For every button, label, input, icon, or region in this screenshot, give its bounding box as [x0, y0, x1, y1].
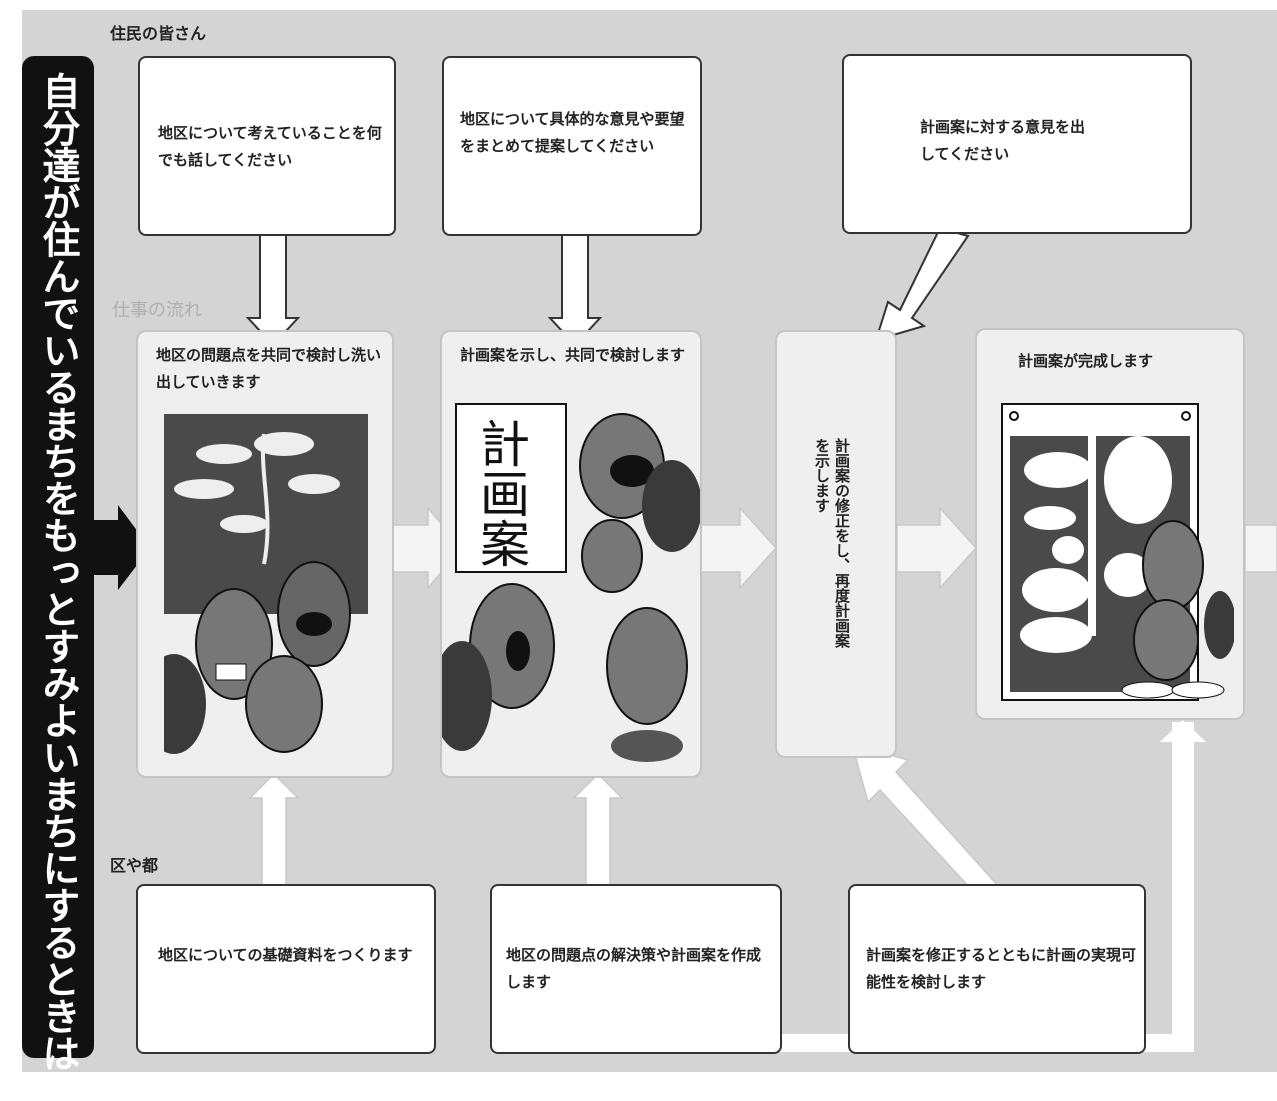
stage-3-text: 計画案の修正をし、再度計画案を示します [813, 438, 851, 648]
left-banner [22, 56, 94, 1058]
residents-label: 住民の皆さん [110, 24, 207, 43]
government-box-1 [136, 884, 436, 1054]
residents-box-3-text: 計画案に対する意見を出してください [920, 118, 1086, 163]
residents-box-1 [138, 56, 396, 236]
poster-text: 計画案 [472, 418, 530, 568]
down-arrow-2 [547, 231, 603, 347]
residents-box-3 [842, 54, 1192, 234]
stage-3 [775, 330, 897, 758]
banner-arrow [92, 505, 150, 590]
stage-2-text: 計画案を示し、共同で検討します [460, 346, 686, 364]
up-arrow-2 [572, 772, 624, 889]
government-box-2 [490, 884, 782, 1054]
stage-2-illustration [442, 403, 700, 762]
stage-arrow-4 [1244, 524, 1277, 573]
stage-1-illustration [164, 414, 368, 754]
stage-arrow-3 [896, 506, 978, 590]
residents-box-1-text: 地区について考えていることを何でも話してください [158, 124, 382, 169]
banner-text: 自分達が住んでいるまちをもっとすみよいまちにするときは [36, 72, 80, 1071]
stage-arrow-2 [699, 506, 778, 590]
residents-box-2 [442, 56, 702, 236]
stage-4-text: 計画案が完成します [1018, 352, 1154, 370]
government-box-3-text: 計画案を修正するとともに計画の実現可能性を検討します [866, 946, 1137, 991]
government-box-3 [848, 884, 1146, 1054]
down-arrow-1 [245, 231, 301, 347]
residents-box-2-text: 地区について具体的な意見や要望をまとめて提案してください [460, 110, 685, 155]
stage-1-text: 地区の問題点を共同で検討し洗い出していきます [156, 346, 382, 391]
government-box-2-text: 地区の問題点の解決策や計画案を作成します [506, 946, 762, 991]
final-up-line [1172, 722, 1194, 1047]
up-arrow-1 [248, 772, 300, 889]
final-up-arrowhead [1160, 720, 1206, 742]
government-label: 区や都 [110, 856, 159, 875]
workflow-label: 仕事の流れ [112, 300, 202, 321]
government-box-1-text: 地区についての基礎資料をつくります [158, 946, 413, 964]
diag-arrow-3 [874, 226, 970, 342]
diag-up-arrow [850, 742, 1002, 889]
stage-4-illustration [1001, 403, 1234, 701]
